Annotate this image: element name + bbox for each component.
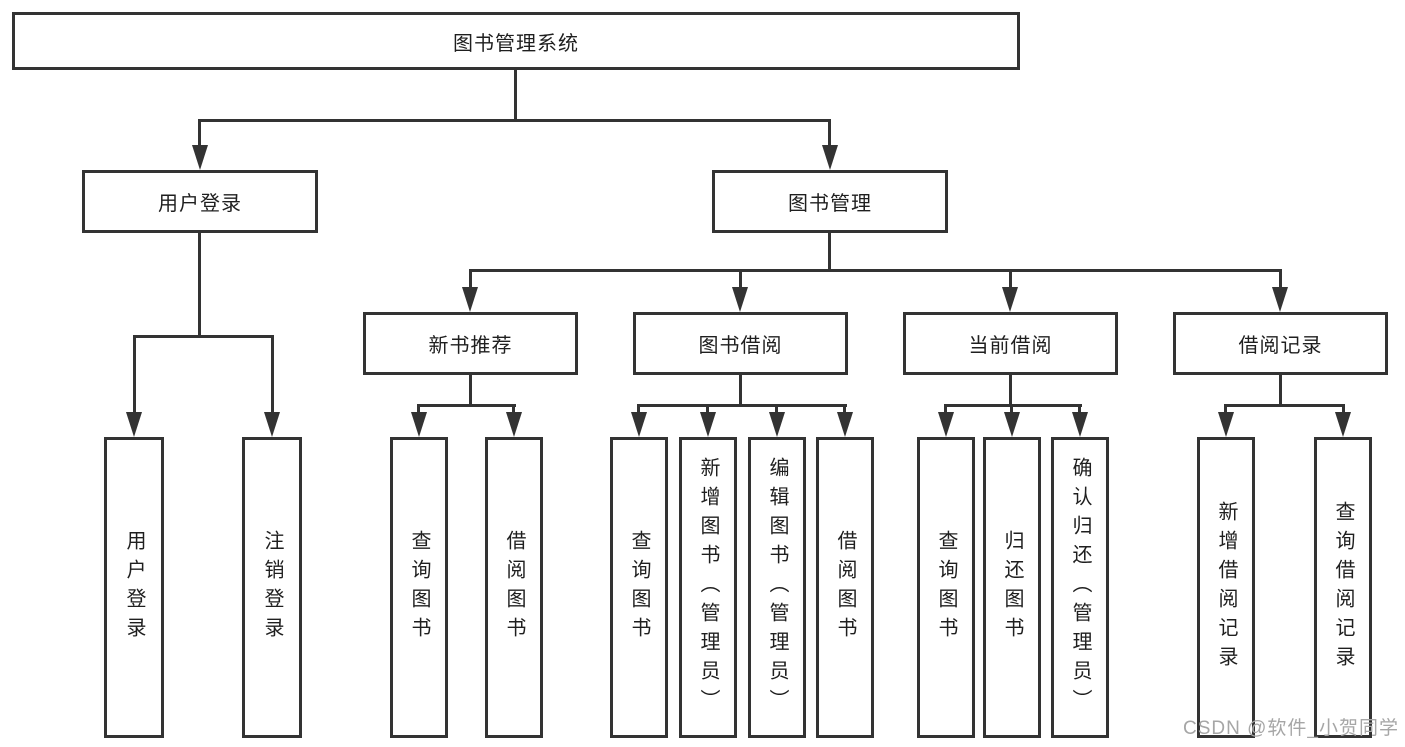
connector-line (1009, 269, 1012, 294)
connector-line (1279, 269, 1282, 294)
arrowhead-down-icon (631, 412, 647, 437)
connector-line (469, 269, 1282, 272)
csdn-watermark: CSDN @软件_小贺同学 (1183, 718, 1399, 739)
arrowhead-down-icon (462, 287, 478, 312)
leaf-label: 新增借阅记录 (1215, 500, 1237, 675)
connector-line (417, 404, 516, 407)
leaf-query-borrow-record: 查询借阅记录 (1314, 437, 1372, 738)
leaf-user-login: 用户登录 (104, 437, 164, 738)
node-label: 图书借阅 (698, 335, 783, 357)
connector-line (469, 269, 472, 294)
arrowhead-down-icon (506, 412, 522, 437)
arrowhead-down-icon (1002, 287, 1018, 312)
leaf-label: 查询图书 (408, 529, 430, 646)
leaf-add-book-admin: 新增图书（管理员） (679, 437, 737, 738)
arrowhead-down-icon (126, 412, 142, 437)
leaf-edit-book-admin: 编辑图书（管理员） (748, 437, 806, 738)
arrowhead-down-icon (700, 412, 716, 437)
leaf-label: 查询图书 (628, 529, 650, 646)
leaf-query-book-current: 查询图书 (917, 437, 975, 738)
node-current-borrowing: 当前借阅 (903, 312, 1118, 375)
node-label: 新书推荐 (428, 335, 513, 357)
node-book-management: 图书管理 (712, 170, 948, 233)
node-label: 图书管理 (788, 193, 872, 215)
connector-line (514, 70, 517, 120)
connector-line (828, 233, 831, 272)
node-user-login: 用户登录 (82, 170, 318, 233)
node-label: 借阅记录 (1238, 335, 1323, 357)
connector-line (739, 269, 742, 294)
connector-line (133, 335, 274, 338)
arrowhead-down-icon (769, 412, 785, 437)
arrowhead-down-icon (192, 145, 208, 170)
arrowhead-down-icon (732, 287, 748, 312)
node-library-management-system: 图书管理系统 (12, 12, 1020, 70)
arrowhead-down-icon (1335, 412, 1351, 437)
connector-line (198, 119, 201, 151)
leaf-label: 借阅图书 (503, 529, 525, 646)
leaf-label: 编辑图书（管理员） (766, 457, 788, 718)
arrowhead-down-icon (822, 145, 838, 170)
leaf-borrow-book-newbook: 借阅图书 (485, 437, 543, 738)
arrowhead-down-icon (411, 412, 427, 437)
connector-line (1009, 375, 1012, 407)
connector-line (1224, 404, 1345, 407)
connector-line (637, 404, 847, 407)
connector-line (944, 404, 1082, 407)
connector-line (739, 375, 742, 407)
connector-line (469, 375, 472, 407)
arrowhead-down-icon (1272, 287, 1288, 312)
leaf-label: 查询借阅记录 (1332, 500, 1354, 675)
leaf-borrow-book: 借阅图书 (816, 437, 874, 738)
arrowhead-down-icon (837, 412, 853, 437)
leaf-confirm-return-admin: 确认归还（管理员） (1051, 437, 1109, 738)
connector-line (271, 335, 274, 415)
arrowhead-down-icon (1004, 412, 1020, 437)
leaf-logout: 注销登录 (242, 437, 302, 738)
connector-line (828, 119, 831, 151)
leaf-label: 查询图书 (935, 529, 957, 646)
connector-line (1279, 375, 1282, 407)
leaf-label: 借阅图书 (834, 529, 856, 646)
leaf-return-book: 归还图书 (983, 437, 1041, 738)
leaf-label: 用户登录 (123, 529, 145, 646)
node-label: 图书管理系统 (453, 32, 579, 55)
connector-line (198, 233, 201, 337)
connector-line (133, 335, 136, 415)
arrowhead-down-icon (264, 412, 280, 437)
leaf-label: 新增图书（管理员） (697, 457, 719, 718)
leaf-label: 注销登录 (261, 529, 283, 646)
node-label: 当前借阅 (968, 335, 1053, 357)
leaf-query-book-borrow: 查询图书 (610, 437, 668, 738)
leaf-label: 归还图书 (1001, 529, 1023, 646)
arrowhead-down-icon (1072, 412, 1088, 437)
arrowhead-down-icon (938, 412, 954, 437)
leaf-add-borrow-record: 新增借阅记录 (1197, 437, 1255, 738)
leaf-label: 确认归还（管理员） (1069, 457, 1091, 718)
node-book-borrowing: 图书借阅 (633, 312, 848, 375)
connector-line (198, 119, 831, 122)
node-borrowing-records: 借阅记录 (1173, 312, 1388, 375)
arrowhead-down-icon (1218, 412, 1234, 437)
node-label: 用户登录 (158, 193, 242, 215)
leaf-query-book-newbook: 查询图书 (390, 437, 448, 738)
node-new-book-recommend: 新书推荐 (363, 312, 578, 375)
